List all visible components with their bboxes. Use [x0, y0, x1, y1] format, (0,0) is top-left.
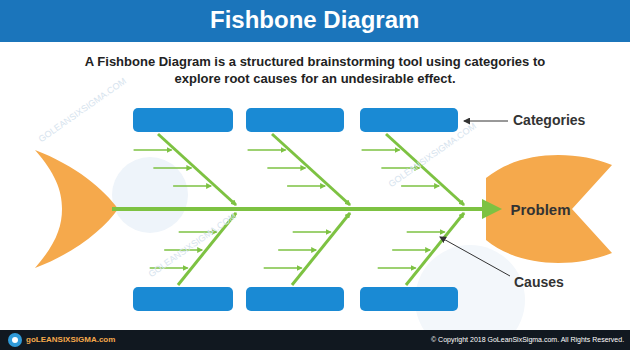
cause-arrow [292, 213, 350, 285]
cause-arrow [362, 149, 400, 151]
category-box [360, 287, 458, 311]
cause-arrow [248, 149, 286, 151]
cause-arrow [293, 231, 331, 233]
cause-arrow [272, 134, 350, 205]
cause-arrow [278, 249, 316, 251]
cause-arrow [264, 267, 302, 269]
background [0, 42, 630, 330]
cause-arrow [407, 231, 445, 233]
cause-arrow [378, 267, 416, 269]
spine-head [482, 199, 502, 219]
category-box [133, 108, 233, 132]
cause-arrow [401, 185, 439, 187]
cause-arrow [153, 167, 191, 169]
subtitle: A Fishbone Diagram is a structured brain… [80, 53, 550, 87]
cause-arrow [392, 249, 430, 251]
copyright: © Copyright 2018 GoLeanSixSigma.com. All… [431, 336, 624, 343]
header-bar [0, 0, 630, 42]
category-box [133, 287, 233, 311]
category-box [246, 108, 344, 132]
problem-head: Problem [506, 198, 575, 221]
footer-bar [0, 330, 630, 350]
problem-text: Problem [510, 201, 570, 218]
fish-head [486, 155, 612, 263]
bones [134, 134, 464, 285]
logo-text: goLEANSIXSIGMA.com [26, 335, 115, 344]
category-label: Categories [513, 112, 585, 128]
cause-arrow [173, 185, 211, 187]
cause-label: Causes [514, 274, 564, 290]
logo-icon [8, 333, 22, 347]
fish-tail [35, 150, 118, 268]
category-box [246, 287, 344, 311]
cause-arrow [158, 134, 236, 205]
spine [112, 207, 484, 211]
cause-arrow [406, 213, 464, 285]
logo-icon-dot [12, 337, 18, 343]
title: Fishbone Diagram [210, 6, 419, 34]
cause-arrow [267, 167, 305, 169]
cause-arrow [134, 149, 172, 151]
cause-arrow [287, 185, 325, 187]
pointer-line [440, 237, 510, 276]
category-box [360, 108, 458, 132]
